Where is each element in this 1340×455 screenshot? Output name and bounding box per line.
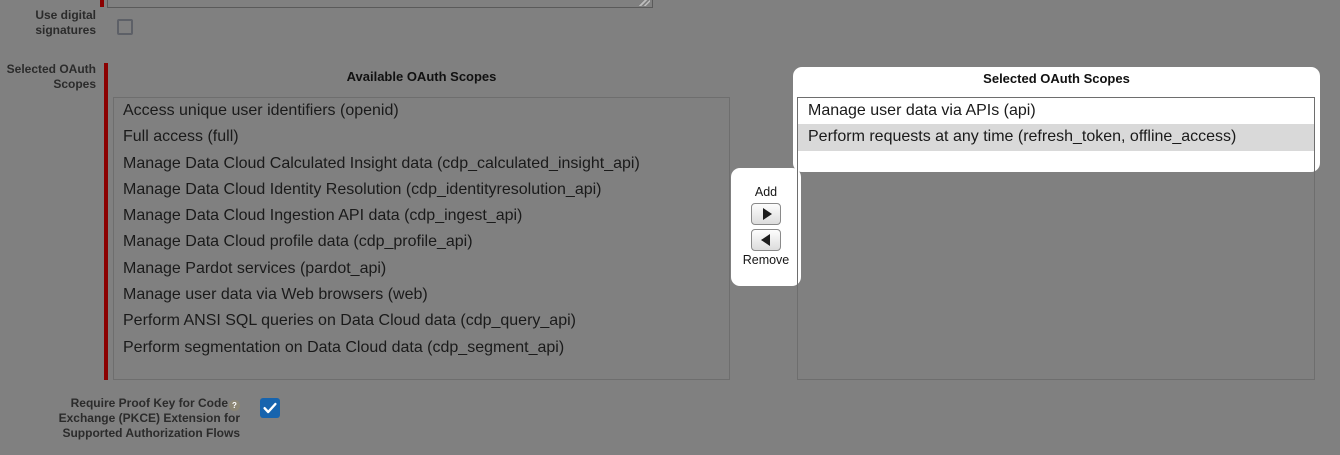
remove-button[interactable] [751, 229, 781, 251]
list-item[interactable]: Perform ANSI SQL queries on Data Cloud d… [123, 312, 576, 330]
use-digital-signatures-checkbox[interactable] [117, 19, 133, 35]
selected-scopes-title: Selected OAuth Scopes [983, 71, 1130, 86]
required-field-marker [100, 0, 104, 7]
required-field-marker [104, 63, 108, 380]
selected-scopes-popup [793, 67, 1320, 172]
available-scopes-title: Available OAuth Scopes [346, 69, 497, 84]
list-item[interactable]: Manage Pardot services (pardot_api) [123, 259, 387, 277]
add-remove-panel: Add Remove [731, 168, 801, 286]
list-item[interactable]: Manage Data Cloud profile data (cdp_prof… [123, 233, 473, 251]
list-item[interactable]: Perform segmentation on Data Cloud data … [123, 338, 565, 356]
list-item[interactable]: Manage Data Cloud Ingestion API data (cd… [123, 207, 523, 225]
resize-grip-icon[interactable] [638, 0, 650, 6]
selected-scopes-listbox[interactable]: Manage user data via APIs (api) Perform r… [797, 97, 1315, 380]
available-scopes-listbox[interactable]: Access unique user identifiers (openid) F… [113, 97, 730, 380]
list-item[interactable]: Full access (full) [123, 128, 239, 146]
list-item[interactable]: Perform requests at any time (refresh_to… [798, 124, 1314, 151]
pkce-label: Require Proof Key for Code? Exchange (PK… [0, 396, 240, 441]
pkce-label-line3: Supported Authorization Flows [62, 426, 240, 440]
add-label: Add [754, 185, 778, 199]
add-button[interactable] [751, 203, 781, 225]
help-icon[interactable]: ? [229, 400, 240, 411]
use-digital-signatures-label: Use digital signatures [35, 8, 96, 37]
pkce-checkbox[interactable] [260, 398, 280, 418]
selected-oauth-scopes-label: Selected OAuth Scopes [6, 62, 96, 91]
pkce-label-line1: Require Proof Key for Code [70, 396, 228, 410]
list-item[interactable]: Manage Data Cloud Calculated Insight dat… [123, 154, 640, 172]
triangle-right-icon [762, 208, 772, 220]
top-textarea-field[interactable] [107, 0, 653, 8]
list-item[interactable]: Manage user data via APIs (api) [808, 102, 1036, 119]
pkce-label-line2: Exchange (PKCE) Extension for [58, 411, 240, 425]
remove-label: Remove [742, 253, 790, 267]
list-item[interactable]: Manage Data Cloud Identity Resolution (c… [123, 180, 602, 198]
top-field-row [0, 0, 1340, 10]
list-item[interactable]: Access unique user identifiers (openid) [123, 102, 399, 119]
triangle-left-icon [760, 234, 770, 246]
list-item[interactable]: Manage user data via Web browsers (web) [123, 286, 428, 304]
